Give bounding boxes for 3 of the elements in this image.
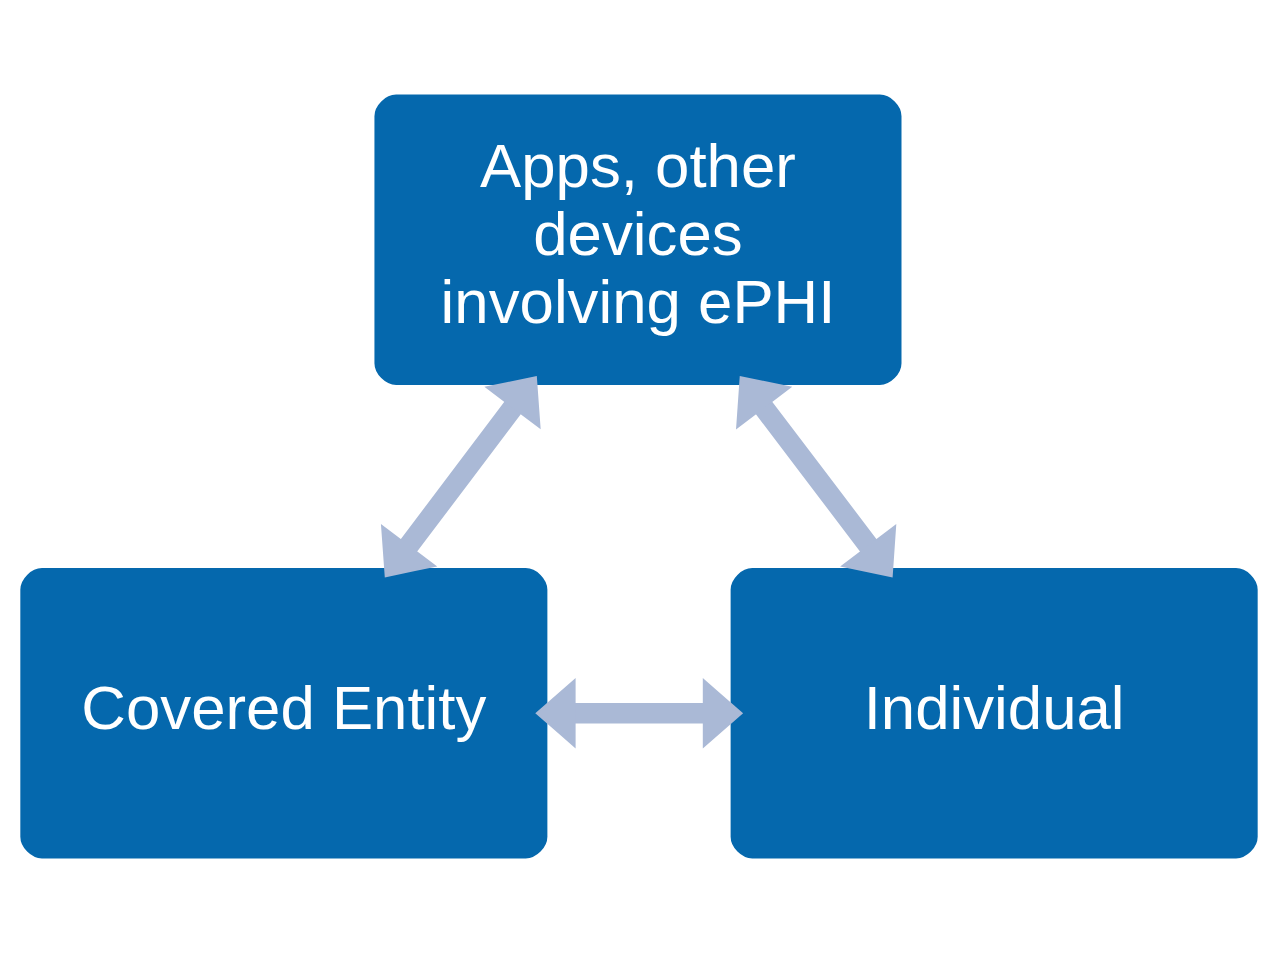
arrow — [534, 677, 743, 749]
arrow — [735, 375, 896, 578]
arrow — [380, 375, 541, 578]
